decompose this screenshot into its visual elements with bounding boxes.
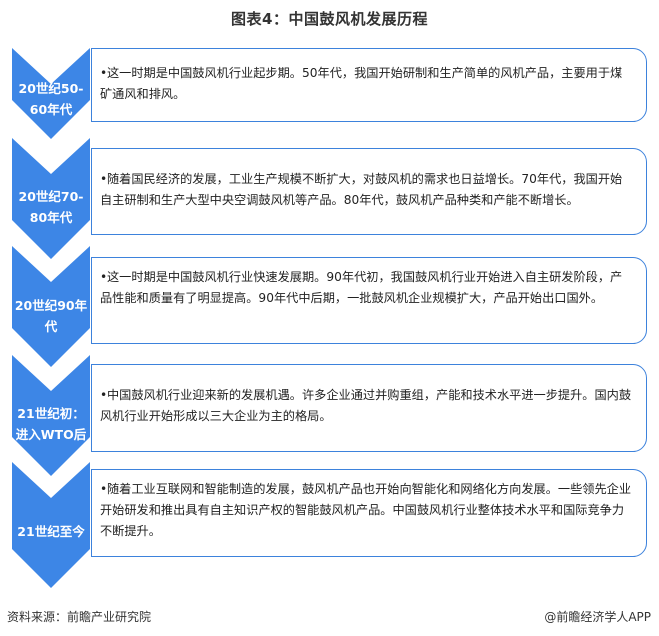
stage-description-box-2: •随着国民经济的发展，工业生产规模不断扩大，对鼓风机的需求也日益增长。70年代，… bbox=[91, 148, 647, 235]
stage-description: •随着工业互联网和智能制造的发展，鼓风机产品也开始向智能化和网络化方向发展。一些… bbox=[100, 479, 632, 542]
chevron-arrow-icon bbox=[12, 48, 90, 139]
stage-description: •这一时期是中国鼓风机行业起步期。50年代，我国开始研制和生产简单的风机产品，主… bbox=[100, 63, 632, 105]
stage-description: •这一时期是中国鼓风机行业快速发展期。90年代初，我国鼓风机行业开始进入自主研发… bbox=[100, 267, 632, 309]
stage-label-line: 21世纪初： bbox=[17, 406, 85, 421]
stage-label-line: 进入WTO后 bbox=[15, 427, 87, 442]
stage-label-line: 20世纪50- bbox=[18, 81, 84, 96]
stage-chevron-1: 20世纪50- 60年代 bbox=[12, 48, 90, 139]
stage-chevron-3: 20世纪90年 代 bbox=[12, 246, 90, 367]
stage-label: 20世纪50- 60年代 bbox=[12, 78, 90, 120]
bullet-icon: • bbox=[100, 388, 108, 402]
stage-chevron-2: 20世纪70- 80年代 bbox=[12, 138, 90, 259]
bullet-icon: • bbox=[100, 66, 108, 80]
chart-title: 图表4：中国鼓风机发展历程 bbox=[231, 10, 428, 28]
stage-label: 20世纪70- 80年代 bbox=[12, 186, 90, 228]
bullet-icon: • bbox=[100, 270, 108, 284]
chevron-arrow-icon bbox=[12, 462, 90, 588]
stage-text: 这一时期是中国鼓风机行业快速发展期。90年代初，我国鼓风机行业开始进入自主研发阶… bbox=[100, 270, 623, 305]
stage-label-line: 20世纪90年 bbox=[14, 298, 88, 313]
stage-label: 20世纪90年 代 bbox=[12, 295, 90, 337]
chevron-arrow-icon bbox=[12, 355, 90, 476]
stage-text: 随着工业互联网和智能制造的发展，鼓风机产品也开始向智能化和网络化方向发展。一些领… bbox=[100, 482, 632, 538]
bullet-icon: • bbox=[100, 172, 108, 186]
chevron-arrow-icon bbox=[12, 246, 90, 367]
stage-description-box-3: •这一时期是中国鼓风机行业快速发展期。90年代初，我国鼓风机行业开始进入自主研发… bbox=[91, 257, 647, 344]
stage-description: •中国鼓风机行业迎来新的发展机遇。许多企业通过并购重组，产能和技术水平进一步提升… bbox=[100, 385, 632, 427]
stage-label-line: 21世纪至今 bbox=[17, 524, 85, 539]
stage-label-line: 代 bbox=[44, 319, 58, 334]
source-note: 资料来源：前瞻产业研究院 bbox=[7, 610, 152, 624]
credit-note: @前瞻经济学人APP bbox=[544, 610, 651, 624]
stage-text: 这一时期是中国鼓风机行业起步期。50年代，我国开始研制和生产简单的风机产品，主要… bbox=[100, 66, 623, 101]
stage-label-line: 80年代 bbox=[29, 210, 73, 225]
stage-label-line: 20世纪70- bbox=[18, 189, 84, 204]
stage-description-box-5: •随着工业互联网和智能制造的发展，鼓风机产品也开始向智能化和网络化方向发展。一些… bbox=[91, 469, 647, 557]
stage-chevron-5: 21世纪至今 bbox=[12, 462, 90, 588]
chevron-arrow-icon bbox=[12, 138, 90, 259]
stage-text: 随着国民经济的发展，工业生产规模不断扩大，对鼓风机的需求也日益增长。70年代，我… bbox=[100, 172, 623, 207]
stage-text: 中国鼓风机行业迎来新的发展机遇。许多企业通过并购重组，产能和技术水平进一步提升。… bbox=[100, 388, 632, 423]
stage-description-box-4: •中国鼓风机行业迎来新的发展机遇。许多企业通过并购重组，产能和技术水平进一步提升… bbox=[91, 364, 647, 452]
stage-label-line: 60年代 bbox=[29, 102, 73, 117]
stage-chevron-4: 21世纪初： 进入WTO后 bbox=[12, 355, 90, 476]
bullet-icon: • bbox=[100, 482, 108, 496]
stage-label: 21世纪初： 进入WTO后 bbox=[12, 403, 90, 445]
stage-description-box-1: •这一时期是中国鼓风机行业起步期。50年代，我国开始研制和生产简单的风机产品，主… bbox=[91, 48, 647, 122]
stage-label: 21世纪至今 bbox=[12, 521, 90, 542]
stage-description: •随着国民经济的发展，工业生产规模不断扩大，对鼓风机的需求也日益增长。70年代，… bbox=[100, 169, 632, 211]
